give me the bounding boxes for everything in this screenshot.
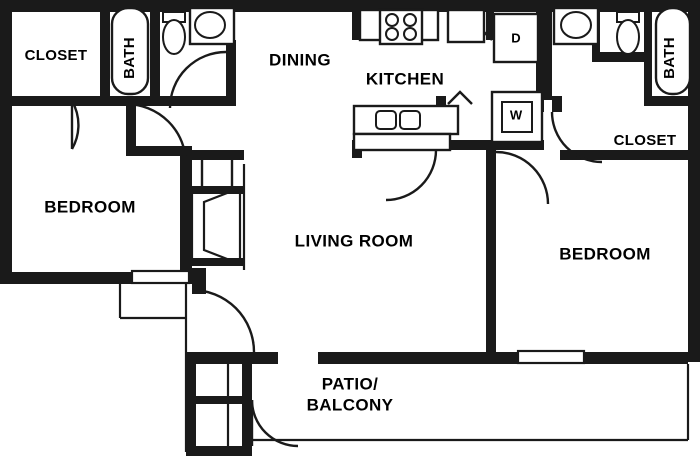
wall-jogs xyxy=(192,150,244,294)
door-closet-left xyxy=(70,100,80,150)
bathtub-right xyxy=(654,6,692,96)
label-closet-left: CLOSET xyxy=(25,47,88,64)
patio-walls xyxy=(186,352,252,456)
burner xyxy=(385,13,399,27)
fireplace-hearth xyxy=(202,186,242,266)
windows xyxy=(130,269,586,365)
label-closet-right: CLOSET xyxy=(614,132,677,149)
sink-basin-kitchen-left xyxy=(375,110,397,130)
window-bedroom-left xyxy=(130,269,191,285)
exterior-walls xyxy=(0,0,700,364)
refrigerator xyxy=(446,8,486,44)
label-kitchen: KITCHEN xyxy=(366,69,444,88)
bath-left-fixtures xyxy=(110,6,236,96)
door-laundry-right xyxy=(447,90,473,105)
door-dining-entry xyxy=(168,50,227,109)
label-patio-line1: PATIO/ xyxy=(322,374,379,393)
door-bedroom-right xyxy=(495,150,550,205)
fireplace-builtin xyxy=(190,156,246,270)
label-patio-line2: BALCONY xyxy=(307,395,394,414)
window-bedroom-right xyxy=(516,349,586,365)
kitchen-fixtures xyxy=(352,8,544,152)
label-bedroom-left: BEDROOM xyxy=(44,197,136,216)
room-labels: CLOSET BATH DINING KITCHEN BATH CLOSET B… xyxy=(25,37,678,414)
fireplace-upper-box xyxy=(200,156,234,190)
burner xyxy=(403,27,417,41)
label-living-room: LIVING ROOM xyxy=(295,231,414,250)
bath-right-fixtures xyxy=(552,6,692,96)
dryer-box xyxy=(492,12,540,64)
toilet-bowl-right xyxy=(616,19,640,55)
label-bath-right: BATH xyxy=(661,37,678,79)
stove-range xyxy=(378,8,424,46)
burner xyxy=(403,13,417,27)
door-bedroom-left xyxy=(191,288,256,353)
door-kitchen xyxy=(385,149,438,202)
interior-walls xyxy=(0,0,700,356)
sink-basin-kitchen-right xyxy=(399,110,421,130)
partition-lines xyxy=(118,278,690,454)
sink-basin-left xyxy=(194,11,226,39)
door-closet-right xyxy=(550,111,603,164)
label-dryer: D xyxy=(511,30,520,45)
kitchen-base-cabinet xyxy=(352,132,452,152)
sink-basin-right xyxy=(560,11,592,39)
appliance-labels: D W xyxy=(510,30,523,122)
bathtub-left xyxy=(110,6,150,96)
label-washer: W xyxy=(510,107,523,122)
label-bedroom-right: BEDROOM xyxy=(559,244,651,263)
label-dining: DINING xyxy=(269,50,331,69)
washer-box-inner xyxy=(501,101,533,133)
burner xyxy=(385,27,399,41)
door-bedroom-hall xyxy=(125,102,188,165)
label-bath-left: BATH xyxy=(121,37,138,79)
toilet-bowl-left xyxy=(162,19,186,55)
